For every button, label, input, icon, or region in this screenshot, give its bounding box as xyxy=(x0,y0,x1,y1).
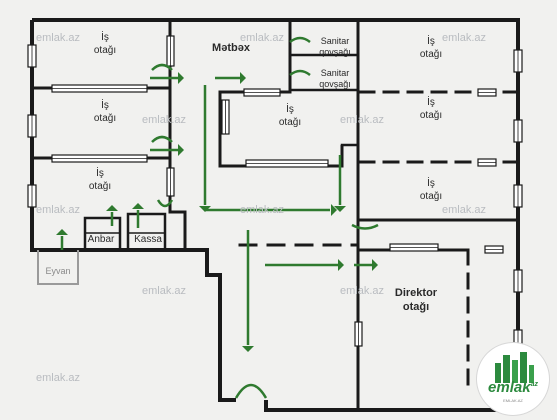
evacuation-arrow-head xyxy=(372,259,378,271)
watermark: emlak.az xyxy=(36,204,81,216)
evacuation-arrow-head xyxy=(178,144,184,156)
evacuation-arrow-head xyxy=(331,204,337,216)
watermark: emlak.az xyxy=(442,204,487,216)
watermark: emlak.az xyxy=(36,32,81,44)
wall xyxy=(83,216,122,250)
watermark: emlak.az xyxy=(340,285,385,297)
door-swing xyxy=(151,63,173,71)
wall xyxy=(126,212,167,250)
watermark: emlak.az xyxy=(142,114,187,126)
door-swing xyxy=(151,135,173,143)
evacuation-arrow-head xyxy=(240,72,246,84)
watermark: emlak.az xyxy=(340,114,385,126)
windows xyxy=(27,35,523,353)
evacuation-arrow-head xyxy=(242,346,254,352)
door-swing xyxy=(289,36,311,44)
door-swing xyxy=(234,383,268,399)
door-swing xyxy=(156,199,174,208)
watermark: emlak.az xyxy=(240,32,285,44)
evacuation-arrow-head xyxy=(334,206,346,212)
logo-tagline: EMLAK.AZ xyxy=(503,398,523,403)
wall xyxy=(185,248,236,402)
watermark: emlak.az xyxy=(442,32,487,44)
wall xyxy=(37,250,79,285)
logo-wordmark: emlakaz xyxy=(488,379,538,396)
watermark: emlak.az xyxy=(142,285,187,297)
door-swing xyxy=(351,223,379,230)
evacuation-arrow-head xyxy=(178,72,184,84)
building-skyline-icon xyxy=(495,352,534,383)
evacuation-arrow-head xyxy=(132,203,144,209)
watermark: emlak.az xyxy=(36,372,81,384)
evacuation-arrow-head xyxy=(338,259,344,271)
watermark: emlak.az xyxy=(240,204,285,216)
kitchen-label: Mətbəx xyxy=(212,42,250,54)
evacuation-arrows xyxy=(56,36,379,399)
balcony-label: Eyvan xyxy=(45,266,71,276)
emlak-logo: emlakaz EMLAK.AZ xyxy=(477,343,549,415)
evacuation-arrow-head xyxy=(106,205,118,211)
storage-label: Anbar xyxy=(87,234,115,245)
wall xyxy=(264,400,360,412)
cashier-label: Kassa xyxy=(134,234,162,245)
evacuation-arrow-head xyxy=(56,229,68,235)
door-swing xyxy=(289,69,311,77)
